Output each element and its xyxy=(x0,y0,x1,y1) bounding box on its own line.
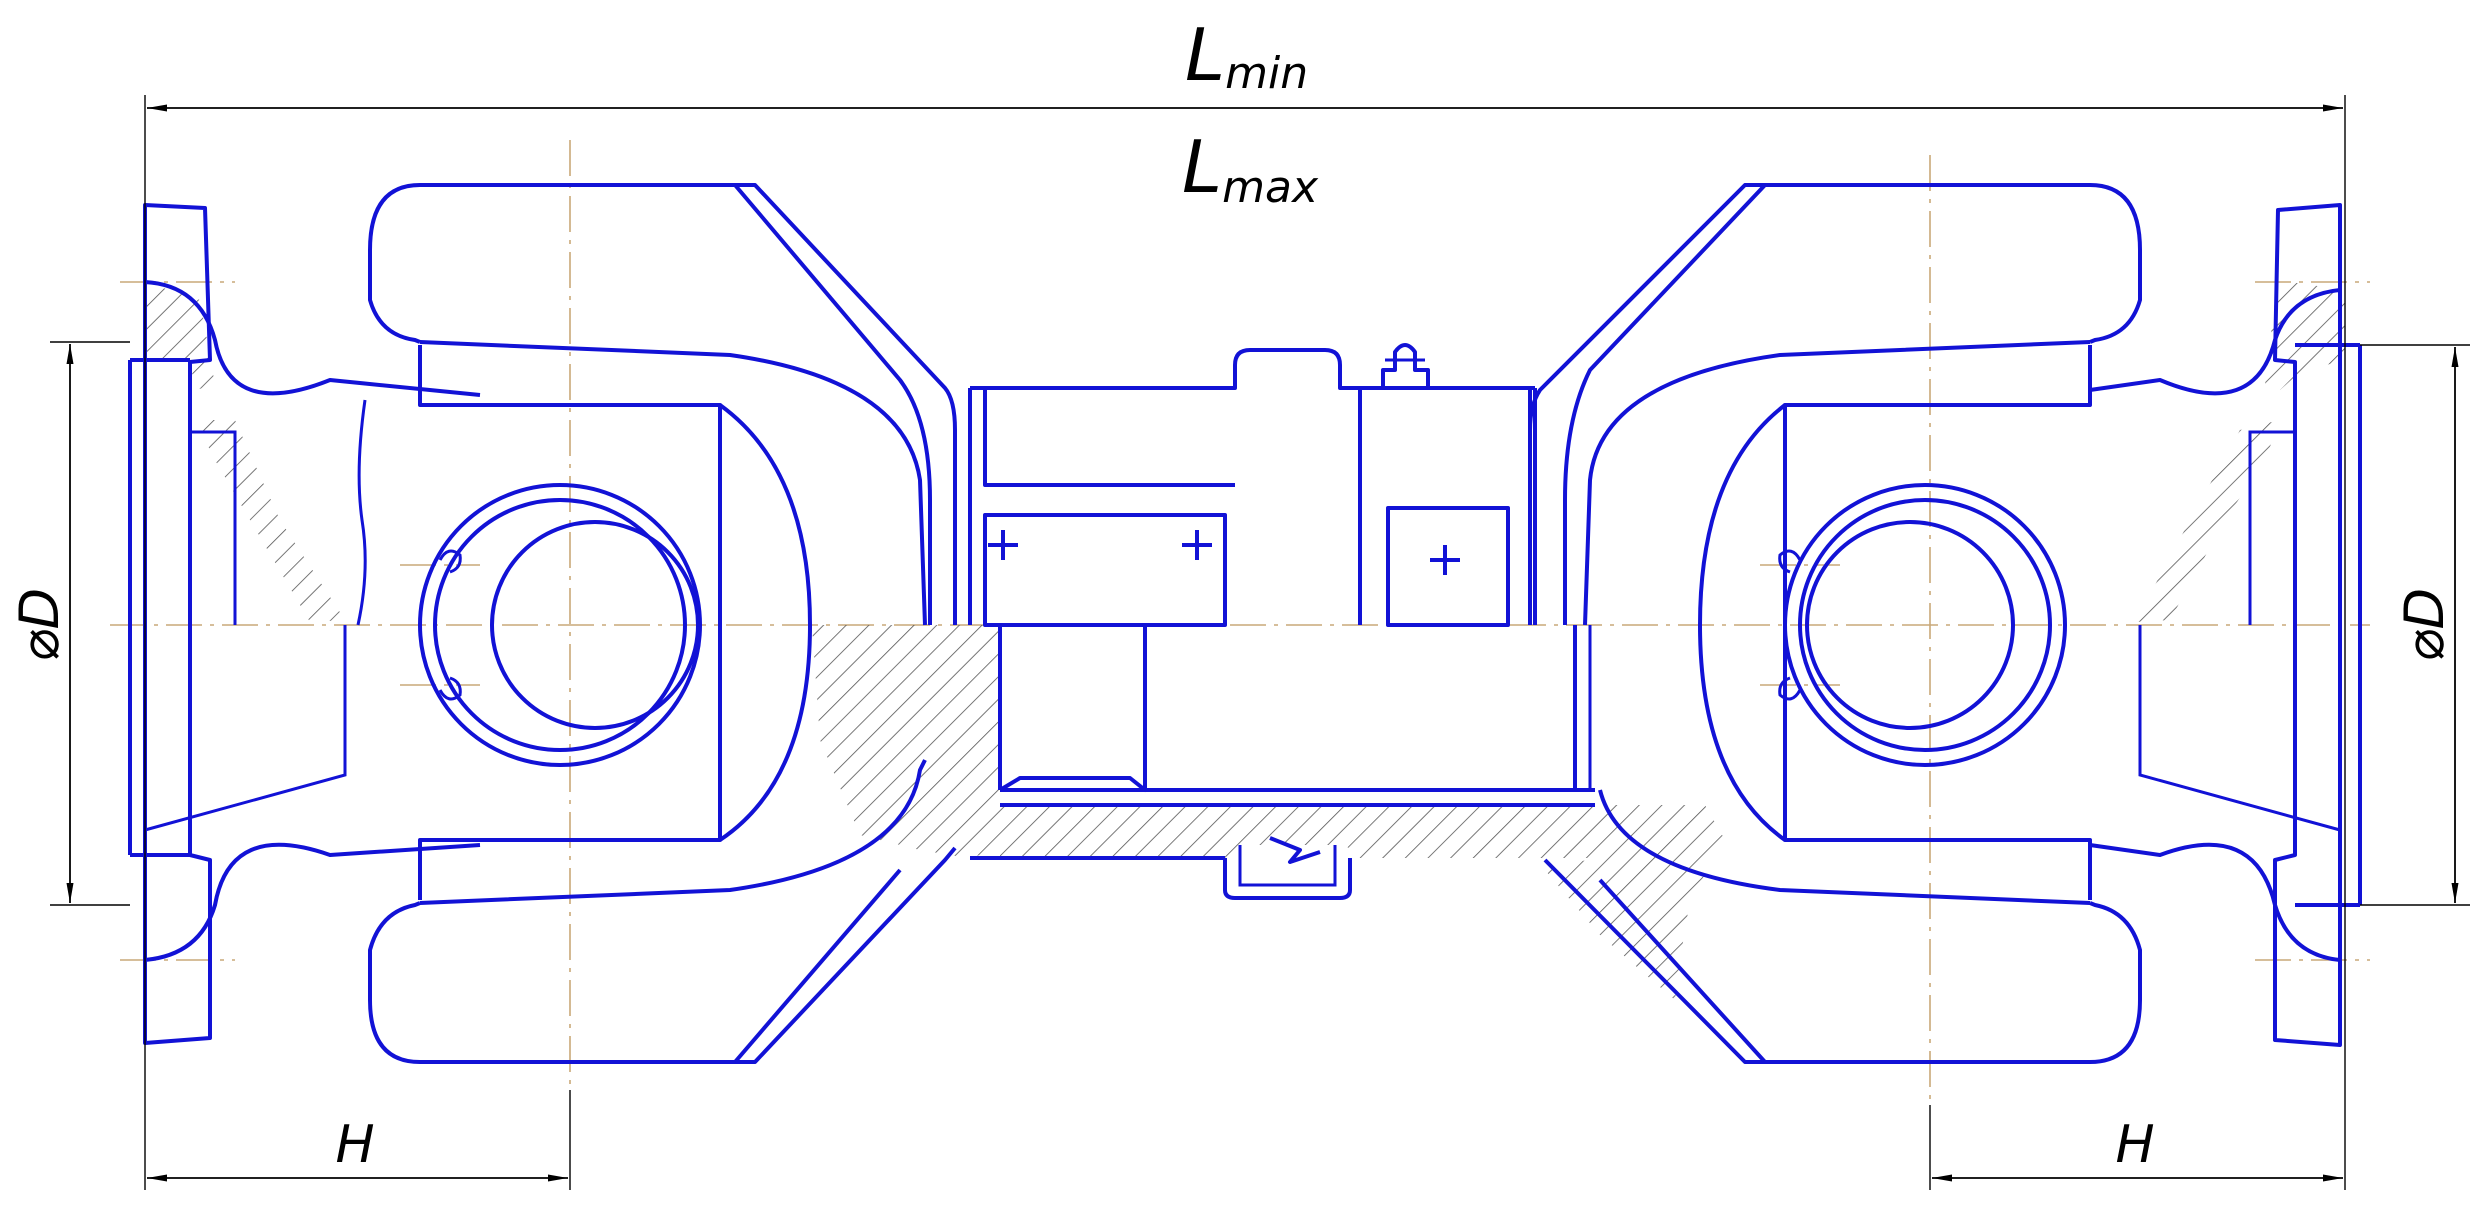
left-cross-pin xyxy=(490,520,700,730)
right-cross-pin xyxy=(1805,520,2015,730)
left-flange-hub-top xyxy=(144,280,481,397)
left-pin-notch-bottom xyxy=(438,676,462,701)
right-yoke-outer-bottom xyxy=(1598,878,1767,1064)
left-cross-inner-ring xyxy=(433,498,687,752)
length-max-label: Lmax xyxy=(1182,125,1319,213)
left-yoke-outer-top xyxy=(733,183,932,625)
right-joint xyxy=(1528,183,2362,1064)
left-yoke-break-line xyxy=(356,399,367,626)
left-bearing-cup xyxy=(418,345,722,900)
right-yoke-arm-top xyxy=(1583,340,2091,626)
right-pin-notch-top xyxy=(1778,549,1802,574)
left-pin-notch-top xyxy=(438,549,462,574)
right-flange-inner-bottom xyxy=(2138,625,2341,832)
left-bearing-housing-arc xyxy=(718,403,812,842)
left-flange-inner-top xyxy=(190,430,237,625)
left-yoke-section xyxy=(195,420,345,622)
spline-shaft-chamfer xyxy=(998,625,1147,792)
right-yoke-body-bottom xyxy=(1543,858,2142,1064)
grease-nipple xyxy=(1381,343,1430,388)
right-flange-hub-bottom xyxy=(2089,842,2341,962)
right-yoke-arm-bottom xyxy=(1598,789,2091,905)
right-bearing-housing-arc xyxy=(1698,403,1787,842)
seal-lip xyxy=(1269,836,1321,864)
sleeve-key-window xyxy=(1386,506,1510,627)
centerlines xyxy=(110,140,2370,1105)
right-diameter-label: ⌀D xyxy=(2393,588,2456,662)
right-cross-outer-ring xyxy=(1783,483,2067,767)
spline-shaft-top xyxy=(983,388,1235,487)
right-cross-inner-ring xyxy=(1798,498,2052,752)
spline-sleeve-section xyxy=(1000,805,1595,858)
right-flange-hub-top xyxy=(2089,288,2341,396)
right-yoke-body xyxy=(1528,183,2142,431)
seal-boot-inner xyxy=(1238,845,1337,887)
left-yoke-outer-bottom xyxy=(733,868,902,1064)
right-yoke-section xyxy=(2135,420,2280,622)
left-H-label: H xyxy=(335,1115,374,1175)
right-flange-plate xyxy=(2273,203,2342,1047)
center-hub-section xyxy=(812,625,1000,858)
center-section xyxy=(968,343,1595,900)
seal-boot xyxy=(1223,858,1352,900)
left-yoke-body xyxy=(368,183,957,625)
left-yoke-arm-top xyxy=(419,340,927,626)
left-flange-section-top xyxy=(145,282,215,390)
spline-key-window xyxy=(983,513,1227,627)
left-joint xyxy=(128,183,957,1064)
length-min-label: Lmin xyxy=(1185,13,1308,99)
sectioned-areas xyxy=(145,282,2345,1000)
right-flange-inner-top xyxy=(2248,430,2295,625)
left-diameter-label: ⌀D xyxy=(8,588,71,662)
right-pin-notch-bottom xyxy=(1778,676,1802,701)
left-flange-inner-bottom xyxy=(144,625,347,832)
plus-mark-3 xyxy=(1430,545,1460,575)
right-hub-section xyxy=(1545,805,1725,1000)
sleeve-outline xyxy=(1358,386,1537,625)
right-yoke-outer-top xyxy=(1563,183,1767,625)
plus-mark-2 xyxy=(1182,530,1212,560)
dimensions: Lmin Lmax ⌀D ⌀D H H xyxy=(8,13,2470,1190)
left-flange-hub-bottom xyxy=(144,842,481,962)
right-bearing-cup xyxy=(1783,345,2092,900)
left-yoke-arm-bottom xyxy=(419,759,927,905)
right-H-label: H xyxy=(2115,1115,2154,1175)
plus-mark-1 xyxy=(988,530,1018,560)
left-hub-outline xyxy=(970,348,1530,390)
left-yoke-body-bottom xyxy=(368,846,957,1064)
